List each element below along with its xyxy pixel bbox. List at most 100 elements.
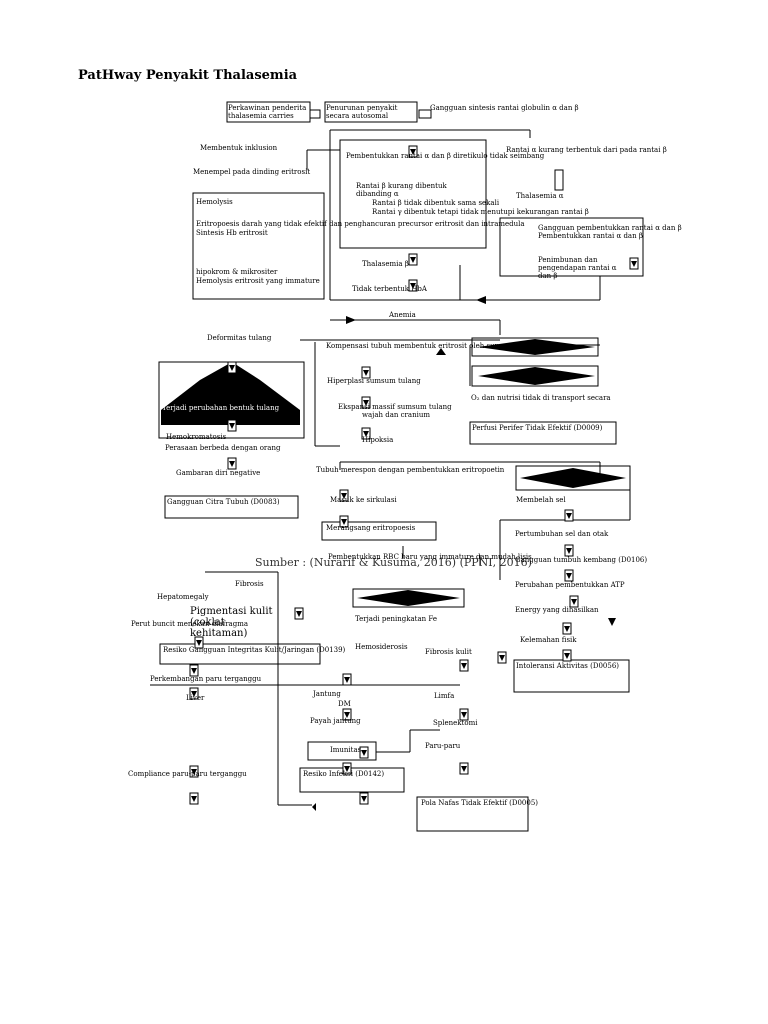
down-arrow-icon [344,766,350,772]
node-gangguan-tumbuh: Gangguan tumbuh kembang (D0106) [515,556,648,564]
down-arrow-icon [461,663,467,669]
down-arrow-icon [564,626,570,632]
down-arrow-icon [341,519,347,525]
source-caption: Sumber : (Nurarif & Kusuma, 2016) (PPNI,… [255,556,532,569]
node-energi: Energy yang dihasilkan [515,606,599,614]
node-gambaran: Gambaran diri negative [176,469,261,477]
node-masuk: Masuk ke sirkulasi [330,496,397,504]
node-deformitas: Deformitas tulang [207,334,272,342]
node-perkawinan: Perkawinan penderita thalasemia carries [228,104,307,120]
node-liver: Liver [186,694,205,702]
node-perut: Perut buncit menekan diafragma [131,620,249,628]
down-arrow-icon [344,712,350,718]
down-arrow-icon [296,611,302,617]
node-penurunan: Penurunan penyakit secara autosomal [326,104,398,120]
node-jantung: Jantung [313,690,341,698]
down-arrow-icon [361,796,367,802]
node-perubahan-atp: Perubahan pembentukkan ATP [515,581,625,589]
node-pembentukkan-ab: Pembentukkan rantai α dan β [538,232,643,240]
node-rantai-alpha-kurang: Rantai α kurang terbentuk dari pada rant… [506,146,667,154]
node-pembentukan-rbc: Pembentukkan RBC baru yang immature dan … [328,553,532,561]
node-dm: DM [338,700,351,708]
node-wajah: wajah dan cranium [362,411,430,419]
down-arrow-icon [341,493,347,499]
node-gangguan-sintesis: Gangguan sintesis rantai globulin α dan … [430,104,579,112]
node-hipokrom: hipokrom & mikrositer [196,268,278,276]
down-arrow-icon [566,513,572,519]
down-arrow-icon [410,283,416,289]
node-hipoksia: Hipoksia [362,436,394,444]
down-arrow-icon [229,365,235,371]
node-kompensasi: Kompensasi tubuh membentuk eritrosit ole… [326,342,541,350]
node-pertumbuhan: Pertumbuhan sel dan otak [515,530,609,538]
down-arrow-icon [566,548,572,554]
down-arrow-icon [344,677,350,683]
node-membelah: Membelah sel [516,496,566,504]
node-intoleransi: Intoleransi Aktivitas (D0056) [516,662,620,670]
node-menempel: Menempel pada dinding eritrosit [193,168,311,176]
node-perkembangan: Perkembangan paru terganggu [150,675,262,683]
down-arrow-icon [196,640,202,646]
node-hemosiderosis: Hemosiderosis [355,643,408,651]
down-arrow-icon [410,257,416,263]
page-title: PatHway Penyakit Thalasemia [78,68,298,83]
node-tidak-hba: Tidak terbentuk HbA [352,285,427,293]
node-hemokromatosis: Hemokromatosis [166,433,227,441]
node-pola-napas: Pola Nafas Tidak Efektif (D0005) [421,799,539,807]
down-arrow-icon [363,431,369,437]
down-arrow-icon [499,655,505,661]
down-arrow-icon [229,423,235,429]
node-membentuk-inklusion: Membentuk inklusion [200,144,278,152]
node-sintesis-hb: Sintesis Hb eritrosit [196,229,268,237]
node-rantai-b1: Rantai β kurang dibentuk dibanding α [356,182,447,198]
node-pigmentasi-text: Pigmentasi kulit (coklat kehitaman) [190,606,273,639]
node-kelemahan: Kelemahan fisik [520,636,577,644]
node-imunitas: Imunitas [330,746,362,754]
down-arrow-icon [461,712,467,718]
node-hemolysis: Hemolysis [196,198,233,206]
node-terjadi-fe: Terjadi peningkatan Fe [355,615,438,623]
node-limfa: Limfa [434,692,455,700]
down-arrow-icon [631,261,637,267]
down-arrow-icon [410,149,416,155]
down-arrow-icon [571,599,577,605]
node-penimbunan: Penimbunan dan pengendapan rantai α dan … [538,256,617,280]
node-perfusi: Perfusi Perifer Tidak Efektif (D0009) [472,424,603,432]
down-arrow-icon [191,796,197,802]
node-o2: O₂ dan nutrisi tidak di transport secara [471,394,611,402]
node-fibrosis: Fibrosis [235,580,264,588]
node-paru: Paru-paru [425,742,461,750]
node-ekspansi: Ekspansi massif sumsum tulang [338,403,452,411]
down-arrow-icon [361,750,367,756]
node-payah: Payah jantung [310,717,361,725]
node-eritropoesis: Eritropoesis darah yang tidak efektif da… [196,220,525,228]
node-thal-alpha: Thalasemia α [516,192,564,200]
down-arrow-icon [229,461,235,467]
node-pembentukan: Pembentukkan rantai α dan β diretikulo t… [346,152,545,160]
node-tubuh-merespon: Tubuh merespon dengan pembentukkan eritr… [316,466,505,474]
node-fibrosis-kulit: Fibrosis kulit [425,648,472,656]
node-hemolysis2: Hemolysis eritrosit yang immature [196,277,320,285]
down-arrow-icon [564,653,570,659]
node-merangsang: Merangsang eritropoesis [326,524,416,532]
node-hiperplasi: Hiperplasi sumsum tulang [327,377,421,385]
node-splenektomi: Splenektomi [433,719,478,727]
down-arrow-icon [191,769,197,775]
node-thal-beta: Thalasemia β [362,260,409,268]
down-arrow-icon [191,668,197,674]
node-compliance: Compliance paru-paru terganggu [128,770,247,778]
down-arrow-icon [191,691,197,697]
node-pigmentasi: Pigmentasi kulit (coklat kehitaman) [190,606,280,639]
node-anemia: Anemia [389,311,416,319]
node-terjadi-perubahan: Terjadi perubahan bentuk tulang [162,404,280,412]
down-arrow-icon [363,370,369,376]
node-rantai-b2: Rantai β tidak dibentuk sama sekali [372,199,500,207]
node-rantai-g: Rantai γ dibentuk tetapi tidak menutupi … [372,208,589,216]
down-arrow-icon [566,573,572,579]
node-gangguan-alpha: Gangguan pembentukkan rantai α dan β [538,224,682,232]
node-risiko-kulit: Resiko Gangguan Integritas Kulit/Jaringa… [163,646,346,654]
down-arrow-icon [461,766,467,772]
node-risiko-infeksi: Resiko Infeksi (D0142) [303,770,385,778]
